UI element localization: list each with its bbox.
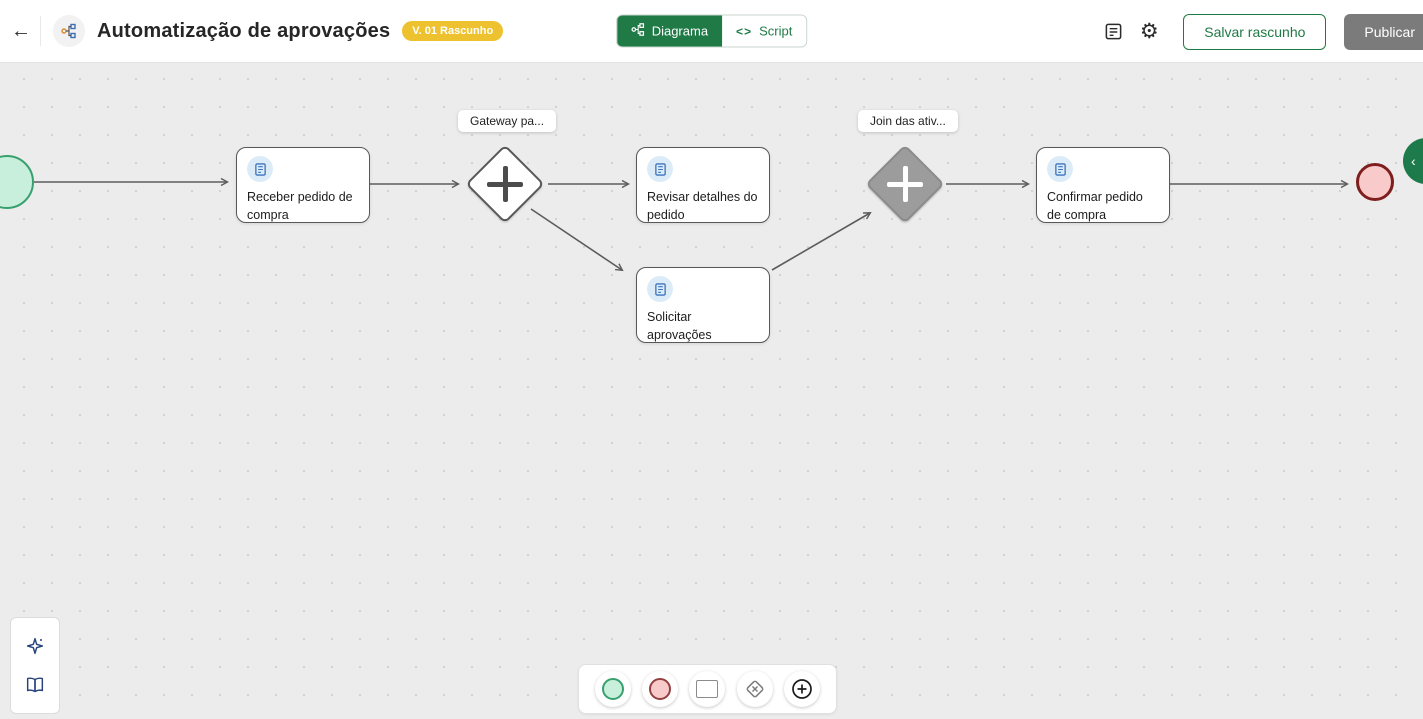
task-node[interactable]: Solicitar aprovações xyxy=(636,267,770,343)
task-icon xyxy=(696,680,719,698)
settings-icon[interactable]: ⚙ xyxy=(1131,14,1167,50)
tab-script-label: Script xyxy=(759,23,793,39)
task-node[interactable]: Revisar detalhes do pedido xyxy=(636,147,770,223)
form-task-icon xyxy=(647,156,673,182)
guide-book-icon[interactable] xyxy=(19,669,51,701)
task-label: Confirmar pedido de compra xyxy=(1047,190,1143,223)
form-task-icon xyxy=(247,156,273,182)
page-title: Automatização de aprovações xyxy=(97,19,391,42)
palette-gateway[interactable] xyxy=(736,671,773,707)
chevron-left-icon: ‹ xyxy=(1411,153,1416,169)
side-tools-panel xyxy=(10,617,60,714)
shape-palette xyxy=(578,664,837,714)
task-node[interactable]: Receber pedido de compra xyxy=(236,147,370,223)
palette-start-event[interactable] xyxy=(594,671,631,707)
code-icon: <> xyxy=(736,24,753,38)
palette-add[interactable] xyxy=(784,671,821,707)
end-event[interactable] xyxy=(1356,163,1394,201)
task-node[interactable]: Confirmar pedido de compra xyxy=(1036,147,1170,223)
task-label: Receber pedido de compra xyxy=(247,190,353,223)
tab-diagram-label: Diagrama xyxy=(651,23,709,39)
add-circle-icon xyxy=(792,679,813,699)
tab-diagram[interactable]: Diagrama xyxy=(616,15,723,47)
task-label: Solicitar aprovações xyxy=(647,310,712,343)
start-event-icon xyxy=(601,678,624,700)
sequence-flow[interactable] xyxy=(771,212,872,271)
save-draft-button[interactable]: Salvar rascunho xyxy=(1183,13,1327,50)
version-badge: V. 01 Rascunho xyxy=(402,21,504,41)
join-label[interactable]: Join das ativ... xyxy=(858,110,958,132)
palette-task[interactable] xyxy=(689,671,726,707)
diagram-canvas[interactable]: Gateway pa... Join das ativ... Receber p… xyxy=(0,63,1423,719)
workflow-icon xyxy=(53,15,85,47)
form-task-icon xyxy=(1047,156,1073,182)
assistant-fab[interactable]: ‹ xyxy=(1403,138,1423,184)
back-button[interactable]: ← xyxy=(8,18,34,44)
header-divider xyxy=(40,16,41,46)
sequence-flow[interactable] xyxy=(530,208,624,272)
gateway-label[interactable]: Gateway pa... xyxy=(458,110,557,132)
publish-button[interactable]: Publicar xyxy=(1344,13,1423,50)
diagram-icon xyxy=(630,23,645,40)
task-label: Revisar detalhes do pedido xyxy=(647,190,758,223)
notes-icon[interactable] xyxy=(1095,14,1131,50)
gateway-x-icon xyxy=(746,680,764,698)
tab-script[interactable]: <> Script xyxy=(722,15,807,47)
top-bar: ← Automatização de aprovações V. 01 Rasc… xyxy=(0,0,1423,63)
ai-assistant-icon[interactable] xyxy=(19,630,51,662)
palette-end-event[interactable] xyxy=(642,671,679,707)
end-event-icon xyxy=(649,678,672,700)
header-actions: ⚙ Salvar rascunho Publicar xyxy=(1095,0,1423,63)
flow-edges xyxy=(34,177,1349,272)
form-task-icon xyxy=(647,276,673,302)
view-tabs: Diagrama <> Script xyxy=(615,14,808,48)
